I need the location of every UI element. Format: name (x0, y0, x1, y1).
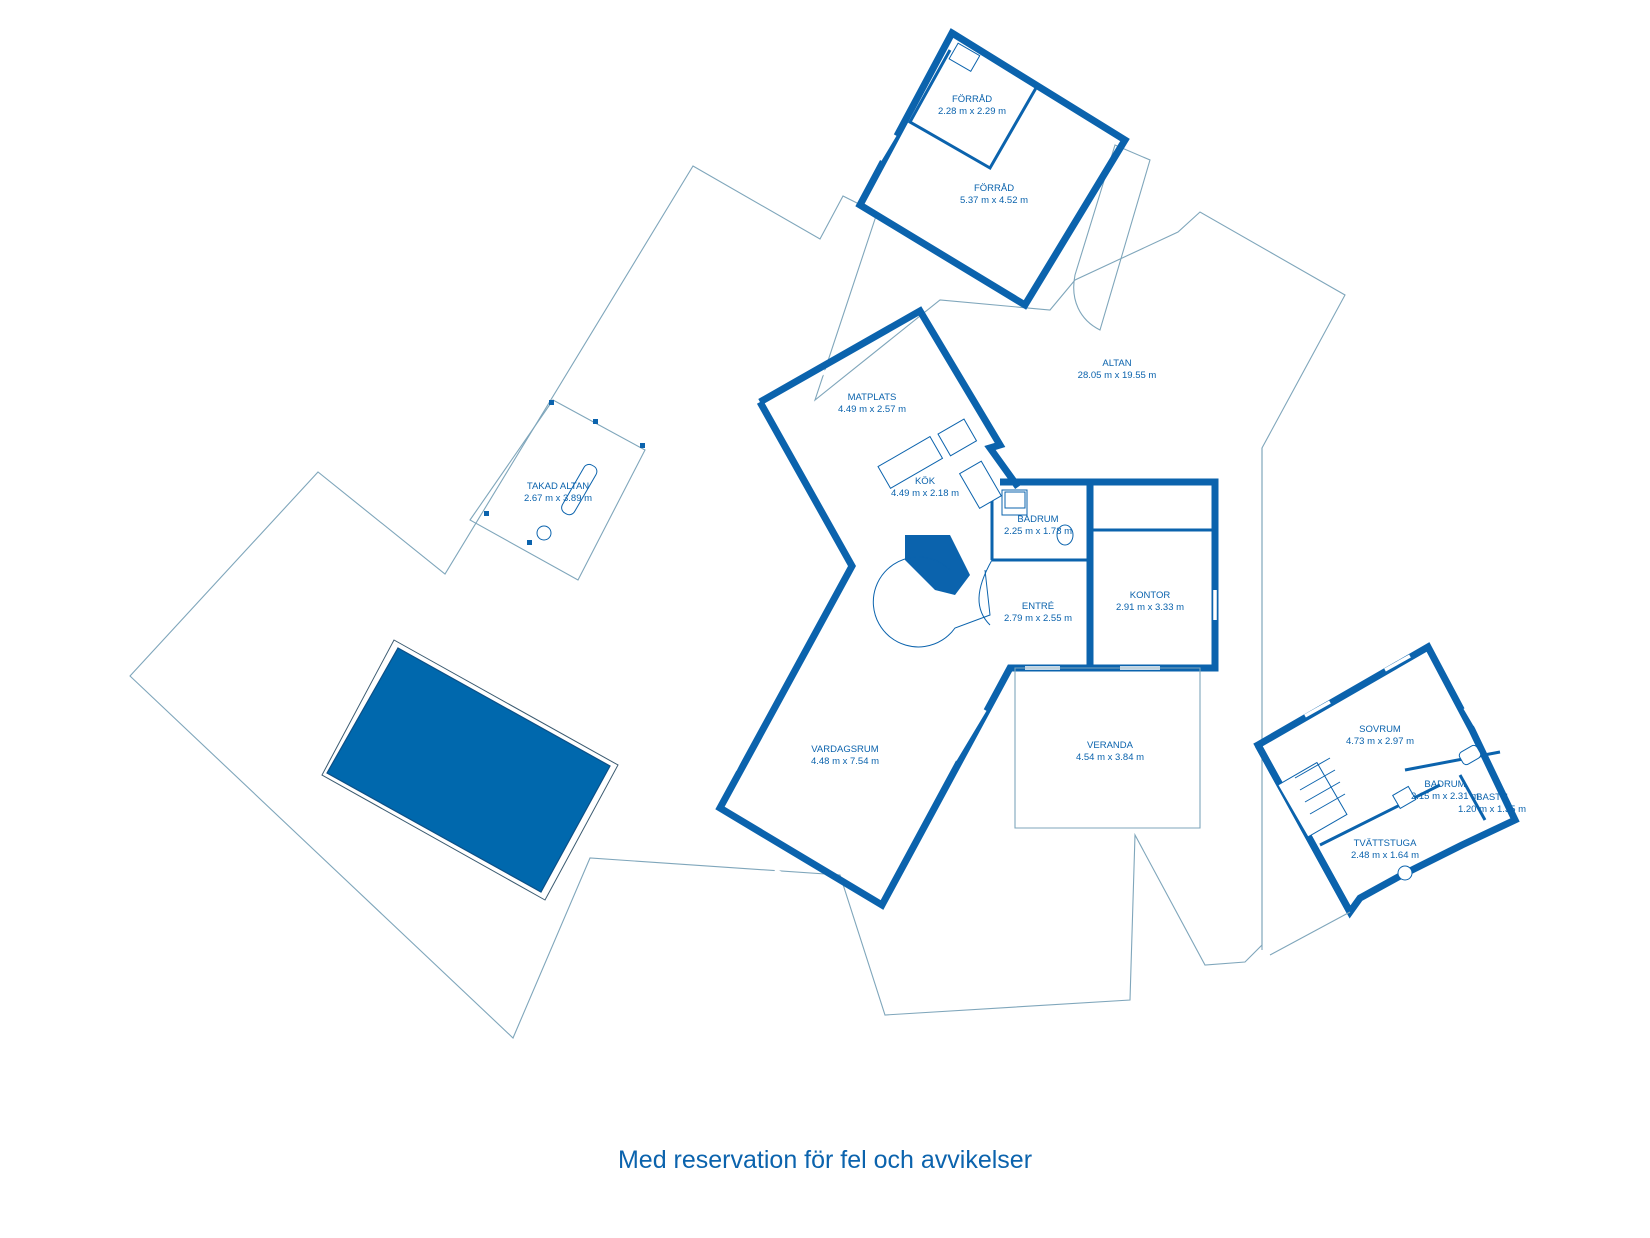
label-badrum-guest: BADRUM 2.15 m x 2.31 m (1411, 779, 1479, 802)
svg-text:2.79 m x 2.55 m: 2.79 m x 2.55 m (1004, 613, 1072, 624)
covered-terrace (469, 399, 646, 581)
label-forrad-large: FÖRRÅD 5.37 m x 4.52 m (960, 183, 1028, 206)
disclaimer-text: Med reservation för fel och avvikelser (617, 1146, 1033, 1174)
label-sovrum: SOVRUM 4.73 m x 2.97 m (1346, 724, 1414, 747)
svg-text:BASTU: BASTU (1476, 792, 1508, 803)
svg-text:MATPLATS: MATPLATS (848, 392, 897, 403)
svg-text:2.91 m x 3.33 m: 2.91 m x 3.33 m (1116, 602, 1184, 613)
label-takad-altan: TAKAD ALTAN 2.67 m x 3.89 m (524, 481, 592, 504)
svg-text:4.48 m x 7.54 m: 4.48 m x 7.54 m (811, 756, 879, 767)
svg-text:SOVRUM: SOVRUM (1359, 724, 1401, 735)
svg-text:TVÄTTSTUGA: TVÄTTSTUGA (1354, 838, 1417, 849)
svg-text:2.48 m x 1.64 m: 2.48 m x 1.64 m (1351, 850, 1419, 861)
svg-text:FÖRRÅD: FÖRRÅD (952, 94, 992, 105)
svg-text:4.54 m x 3.84 m: 4.54 m x 3.84 m (1076, 752, 1144, 763)
label-bastu: BASTU 1.20 m x 1.35 m (1458, 792, 1526, 815)
label-vardagsrum: VARDAGSRUM 4.48 m x 7.54 m (811, 744, 879, 767)
svg-text:ENTRÉ: ENTRÉ (1022, 601, 1054, 612)
deck-outline (129, 165, 1346, 1039)
svg-text:2.67 m x 3.89 m: 2.67 m x 3.89 m (524, 493, 592, 504)
svg-text:1.20 m x 1.35 m: 1.20 m x 1.35 m (1458, 804, 1526, 815)
svg-text:BADRUM: BADRUM (1017, 514, 1058, 525)
storage-building (855, 28, 1130, 310)
svg-text:VARDAGSRUM: VARDAGSRUM (811, 744, 878, 755)
svg-text:2.25 m x 1.78 m: 2.25 m x 1.78 m (1004, 526, 1072, 537)
label-altan: ALTAN 28.05 m x 19.55 m (1078, 358, 1157, 381)
svg-text:BADRUM: BADRUM (1424, 779, 1465, 790)
svg-text:5.37 m x 4.52 m: 5.37 m x 4.52 m (960, 195, 1028, 206)
svg-text:2.28 m x 2.29 m: 2.28 m x 2.29 m (938, 106, 1006, 117)
svg-text:KONTOR: KONTOR (1130, 590, 1171, 601)
label-matplats: MATPLATS 4.49 m x 2.57 m (838, 392, 906, 415)
label-veranda: VERANDA 4.54 m x 3.84 m (1076, 740, 1144, 763)
label-badrum-main: BADRUM 2.25 m x 1.78 m (1004, 514, 1072, 537)
label-kok: KÖK 4.49 m x 2.18 m (891, 476, 959, 499)
guest-house (1253, 642, 1520, 956)
svg-text:ALTAN: ALTAN (1102, 358, 1131, 369)
svg-text:28.05 m x 19.55 m: 28.05 m x 19.55 m (1078, 370, 1157, 381)
svg-text:4.73 m x 2.97 m: 4.73 m x 2.97 m (1346, 736, 1414, 747)
svg-text:VERANDA: VERANDA (1087, 740, 1134, 751)
label-entre: ENTRÉ 2.79 m x 2.55 m (1004, 601, 1072, 624)
veranda-outline (1014, 667, 1201, 829)
label-forrad-small: FÖRRÅD 2.28 m x 2.29 m (938, 94, 1006, 117)
svg-text:FÖRRÅD: FÖRRÅD (974, 183, 1014, 194)
label-kontor: KONTOR 2.91 m x 3.33 m (1116, 590, 1184, 613)
svg-text:KÖK: KÖK (915, 476, 936, 487)
fireplace (905, 535, 970, 595)
main-house (715, 306, 1219, 910)
pool (321, 639, 619, 901)
svg-text:TAKAD ALTAN: TAKAD ALTAN (527, 481, 589, 492)
label-tvattstuga: TVÄTTSTUGA 2.48 m x 1.64 m (1351, 838, 1419, 861)
storage-path-outline (1073, 144, 1151, 331)
svg-text:4.49 m x 2.57 m: 4.49 m x 2.57 m (838, 404, 906, 415)
svg-text:2.15 m x 2.31 m: 2.15 m x 2.31 m (1411, 791, 1479, 802)
svg-text:4.49 m x 2.18 m: 4.49 m x 2.18 m (891, 488, 959, 499)
